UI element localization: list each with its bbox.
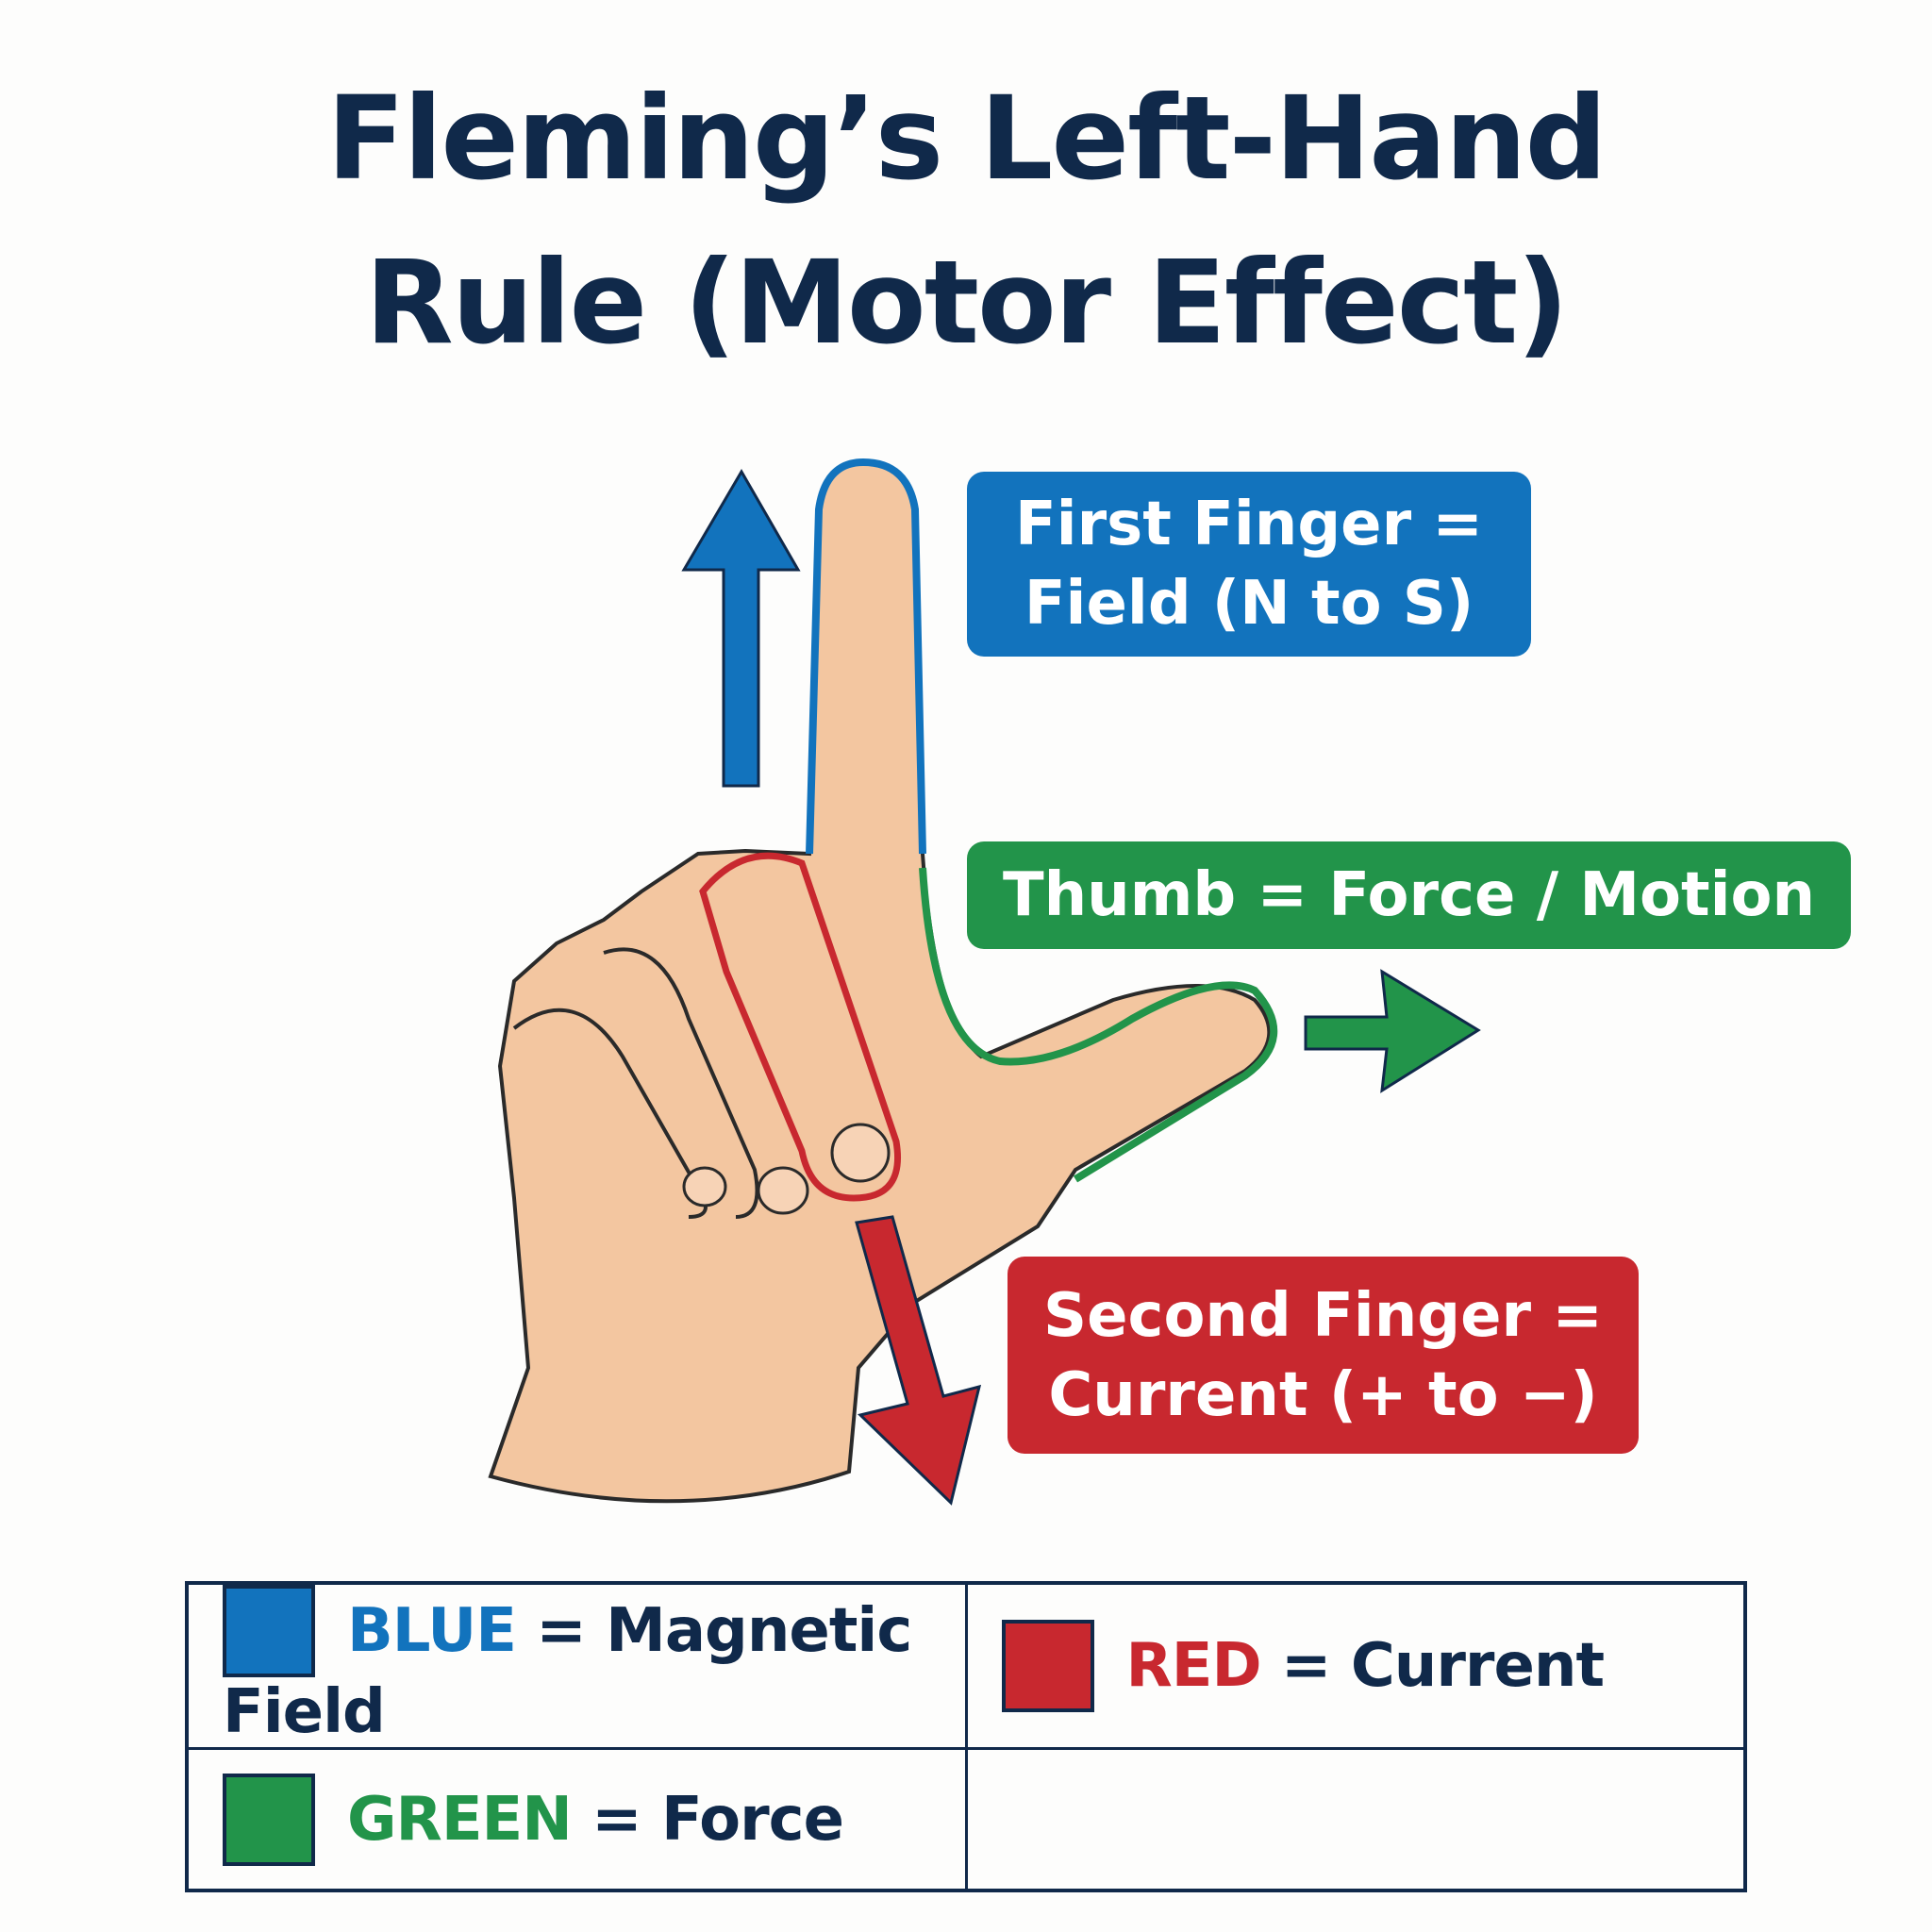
legend-meaning: = Current: [1280, 1631, 1605, 1701]
thumb-outline: [919, 867, 1278, 1183]
legend-item-green: GREEN = Force: [185, 1747, 968, 1892]
field-label-line-2: Field (N to S): [1024, 569, 1474, 639]
current-label: Second Finger = Current (+ to −): [1008, 1257, 1639, 1454]
legend-meaning: = Magnetic Field: [223, 1596, 912, 1747]
legend-color-word: BLUE: [347, 1596, 517, 1666]
current-label-line-1: Second Finger =: [1043, 1280, 1603, 1351]
force-label-text: Thumb = Force / Motion: [1002, 860, 1816, 930]
force-arrow-right: [1304, 969, 1481, 1093]
legend-item-blue: BLUE = Magnetic Field: [185, 1581, 968, 1750]
title-line-1: Fleming’s Left-Hand: [326, 72, 1607, 206]
force-label: Thumb = Force / Motion: [967, 841, 1851, 949]
second-finger-outline: [699, 852, 901, 1202]
title-line-2: Rule (Motor Effect): [364, 236, 1569, 370]
red-swatch: [1001, 1620, 1094, 1712]
field-label-line-1: First Finger =: [1014, 490, 1484, 559]
legend-color-word: RED: [1125, 1631, 1262, 1701]
field-label: First Finger = Field (N to S): [967, 472, 1531, 657]
legend-empty-cell: [964, 1747, 1747, 1892]
color-legend: BLUE = Magnetic Field RED = Current GREE…: [185, 1581, 1747, 1892]
green-swatch: [223, 1773, 315, 1866]
blue-swatch: [223, 1585, 315, 1677]
current-label-line-2: Current (+ to −): [1048, 1359, 1598, 1430]
field-arrow-up: [681, 469, 801, 788]
legend-item-red: RED = Current: [964, 1581, 1747, 1750]
legend-meaning: = Force: [591, 1784, 844, 1855]
legend-color-word: GREEN: [347, 1784, 573, 1855]
current-arrow-down: [855, 1215, 982, 1506]
first-finger-outline: [806, 458, 926, 855]
